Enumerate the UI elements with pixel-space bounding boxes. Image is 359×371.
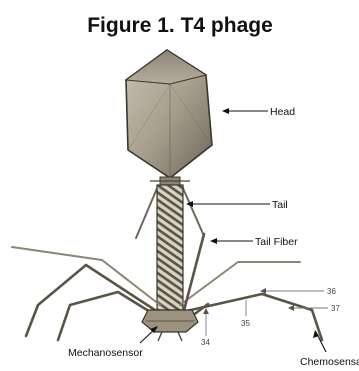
label-head: Head xyxy=(270,106,295,118)
label-number-37: 37 xyxy=(331,304,340,313)
phage-head xyxy=(126,50,212,178)
phage-tail xyxy=(157,185,183,310)
label-tail: Tail xyxy=(272,199,288,211)
label-tail-fiber: Tail Fiber xyxy=(255,236,298,248)
label-number-34: 34 xyxy=(201,338,210,347)
figure-title: Figure 1. T4 phage xyxy=(87,14,273,37)
baseplate xyxy=(142,310,198,341)
label-mechanosensor: Mechanosensor xyxy=(68,347,143,359)
phage-collar xyxy=(150,177,190,185)
label-chemosensor: Chemosensa xyxy=(300,356,359,368)
label-number-35: 35 xyxy=(241,319,250,328)
label-number-36: 36 xyxy=(327,287,336,296)
